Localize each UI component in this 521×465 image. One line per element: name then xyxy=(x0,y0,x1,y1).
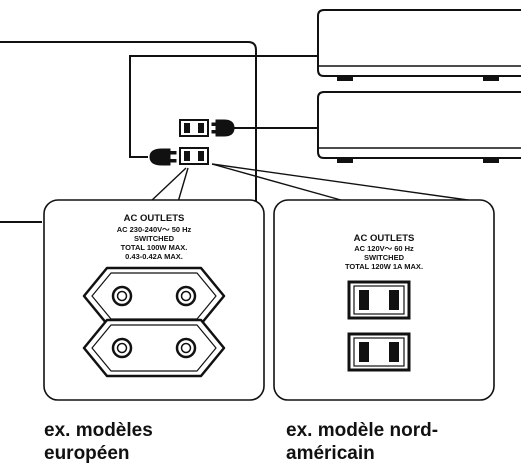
caption-line: ex. modèles xyxy=(44,420,153,441)
plug-icon xyxy=(149,119,235,166)
panel-switched: SWITCHED xyxy=(364,253,405,262)
panel-total: TOTAL 100W MAX. xyxy=(121,243,188,252)
panel-heading: AC OUTLETS xyxy=(354,233,415,244)
main-unit-outline xyxy=(0,41,257,223)
socket-icon xyxy=(347,332,411,372)
panel-rating: AC 230-240V～ 50 Hz xyxy=(117,225,192,234)
callout-lines xyxy=(149,163,483,203)
caption-line: ex. modèle nord- xyxy=(286,420,439,441)
panel-current: 0.43-0.42A MAX. xyxy=(125,252,183,261)
socket-icon xyxy=(82,266,226,326)
caption-european: ex. modèles européen xyxy=(44,419,153,465)
panel-total: TOTAL 120W 1A MAX. xyxy=(345,262,423,271)
panel-switched: SWITCHED xyxy=(134,234,175,243)
socket-icon xyxy=(179,119,209,165)
caption-line: américain xyxy=(286,443,375,464)
panel-european: AC OUTLETS AC 230-240V～ 50 Hz SWITCHED T… xyxy=(43,199,265,401)
socket-icon xyxy=(82,318,226,378)
panel-north-american: AC OUTLETS AC 120V～ 60 Hz SWITCHED TOTAL… xyxy=(273,199,495,401)
caption-north-american: ex. modèle nord- américain xyxy=(286,419,438,465)
power-cords xyxy=(129,55,318,158)
panel-heading: AC OUTLETS xyxy=(124,213,185,224)
panel-rating: AC 120V～ 60 Hz xyxy=(354,244,414,253)
component-box-top xyxy=(317,9,521,81)
caption-line: européen xyxy=(44,443,130,464)
component-box-bottom xyxy=(317,91,521,163)
socket-icon xyxy=(347,280,411,320)
